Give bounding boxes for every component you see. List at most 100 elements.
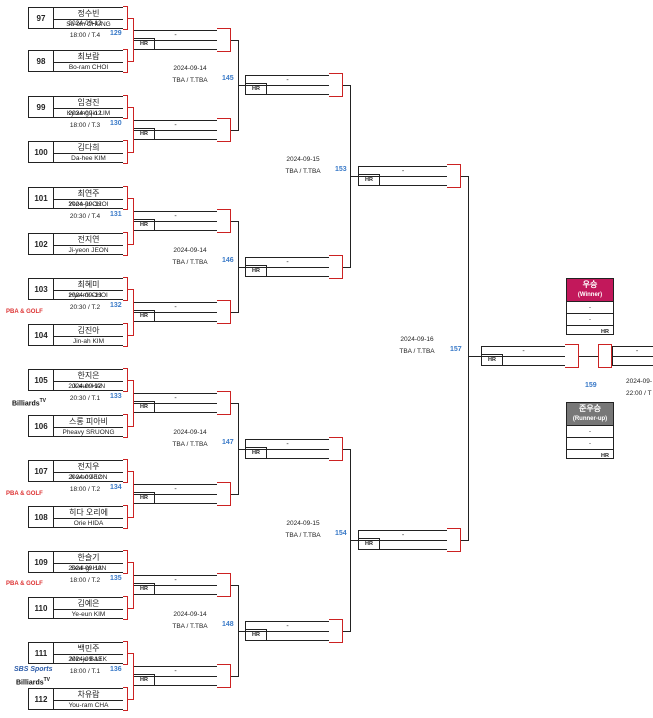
bracket-line: [133, 471, 134, 518]
round2-match-box[interactable]: -HR: [245, 438, 330, 459]
player-name-english: Hye-mi CHOI: [69, 291, 108, 299]
match-score-tab: [329, 72, 343, 97]
match-date: 2024-09-13: [68, 292, 102, 299]
round1-match-box[interactable]: -HR: [133, 393, 218, 413]
match-score-tab: [217, 300, 231, 324]
score-tab: [123, 596, 128, 620]
match-number: 136: [110, 666, 122, 673]
score-tab: [123, 641, 128, 665]
bracket-line: [128, 699, 134, 700]
match-time-table: 20:30 / T.4: [69, 213, 101, 220]
score-tab: [123, 277, 128, 301]
bracket-line: [128, 426, 134, 427]
bracket-line: [128, 517, 134, 518]
score-tab: [123, 414, 128, 438]
round1-match-box[interactable]: -HR: [133, 484, 218, 504]
score-tab: [123, 323, 128, 347]
bracket-line: [461, 539, 469, 541]
round2-match-box[interactable]: -HR: [245, 74, 330, 95]
round3-match-box[interactable]: -HR: [358, 529, 448, 550]
player-name-korean: 정수빈: [54, 8, 123, 20]
tv-mark: TV: [43, 677, 51, 683]
match-score-dash: -: [635, 348, 639, 355]
match-number: 157: [450, 346, 462, 353]
bracket-line: [133, 198, 134, 245]
match-divider: [134, 494, 217, 495]
seed-number: 106: [29, 416, 54, 436]
round2-match-box[interactable]: -HR: [245, 620, 330, 641]
bracket-line: [343, 448, 351, 450]
match-time-table: TBA / T.TBA: [285, 167, 321, 175]
final-match-box[interactable]: -: [612, 346, 653, 366]
bracket-line: [238, 266, 245, 268]
match-score-tab: [217, 573, 231, 597]
round1-match-box[interactable]: -HR: [133, 211, 218, 231]
bracket-line: [128, 335, 134, 336]
bracket-line: [343, 84, 351, 86]
bracket-line: [128, 471, 134, 472]
match-divider: [134, 403, 217, 404]
match-divider: [359, 539, 447, 541]
match-score-dash: -: [174, 304, 177, 311]
round1-match-box[interactable]: -HR: [133, 666, 218, 686]
match-score-dash: -: [401, 531, 405, 539]
bracket-line: [128, 61, 134, 62]
round1-match-box[interactable]: -HR: [133, 575, 218, 595]
bracket-line: [128, 289, 134, 290]
match-score-tab: [598, 344, 612, 368]
bracket-line: [133, 653, 134, 700]
match-score-dash: -: [286, 258, 289, 266]
match-score-dash: -: [174, 213, 177, 220]
semifinal-match-box[interactable]: -HR: [481, 346, 566, 366]
round1-match-box[interactable]: -HR: [133, 29, 218, 50]
score-tab: [123, 505, 128, 529]
bracket-line: [133, 107, 134, 153]
round1-match-box[interactable]: -HR: [133, 302, 218, 322]
match-divider: [613, 356, 653, 357]
player-name-korean: 히다 오리에: [54, 507, 123, 519]
match-number: 129: [110, 29, 122, 37]
match-number: 153: [335, 165, 347, 173]
runner-up-title: 준우승: [578, 404, 602, 413]
match-score-tab: [217, 664, 231, 688]
score-tab: [123, 232, 128, 256]
match-schedule: 2024-09-22:00 / T: [626, 376, 653, 400]
player-name-korean: 김예은: [54, 598, 123, 610]
bracket-line: [350, 175, 358, 177]
match-number: 130: [110, 119, 122, 127]
winner-title: 우승: [582, 280, 598, 289]
player-name-english: Yeon-ju CHOI: [68, 200, 109, 208]
player-name-korean: 한지은: [54, 370, 123, 382]
runner-up-header: 준우승(Runner-up): [567, 403, 613, 425]
match-time-table: TBA / T.TBA: [172, 258, 208, 266]
match-divider: [246, 84, 329, 86]
match-number: 133: [110, 393, 122, 400]
round3-match-box[interactable]: -HR: [358, 165, 448, 186]
round1-match-box[interactable]: -HR: [133, 119, 218, 140]
bracket-line: [128, 244, 134, 245]
high-run-label: HR: [134, 583, 155, 594]
match-time-table: 20:30 / T.2: [69, 304, 101, 311]
match-number: 159: [585, 382, 597, 389]
tv-mark: TV: [39, 398, 47, 404]
match-date: 2024-09-13: [68, 656, 102, 663]
round2-match-box[interactable]: -HR: [245, 256, 330, 277]
